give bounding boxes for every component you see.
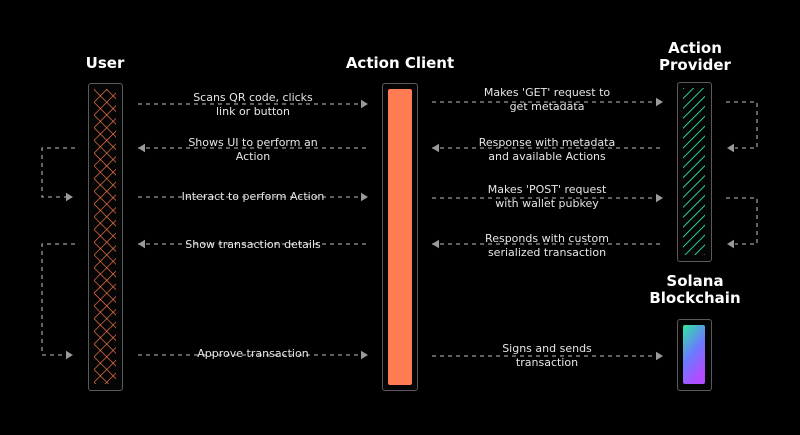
loop-user-lower-head bbox=[66, 350, 73, 360]
user-lifeline bbox=[88, 83, 123, 391]
client-lifeline bbox=[382, 83, 418, 391]
arrow-post-head bbox=[656, 193, 663, 203]
msg-signs: Signs and sends transaction bbox=[502, 342, 592, 369]
loop-provider-upper-head bbox=[727, 143, 734, 153]
arrow-shows-ui-head bbox=[138, 143, 145, 153]
msg-shows-ui: Shows UI to perform an Action bbox=[188, 136, 318, 163]
msg-approve: Approve transaction bbox=[197, 347, 309, 360]
loop-user-upper bbox=[41, 147, 75, 198]
loop-provider-lower bbox=[726, 197, 758, 245]
msg-show-tx: Show transaction details bbox=[185, 238, 321, 251]
arrow-interact-head bbox=[361, 192, 368, 202]
participant-user-title: User bbox=[85, 54, 125, 72]
loop-user-upper-head bbox=[66, 192, 73, 202]
msg-post: Makes 'POST' request with wallet pubkey bbox=[487, 183, 607, 210]
solana-gradient-fill bbox=[683, 325, 705, 384]
msg-get: Makes 'GET' request to get metadata bbox=[483, 86, 611, 113]
arrow-approve-head bbox=[361, 350, 368, 360]
provider-hatch-pattern bbox=[683, 88, 705, 255]
provider-lifeline bbox=[677, 82, 712, 262]
arrow-responds-head bbox=[432, 239, 439, 249]
arrow-scan-head bbox=[361, 99, 368, 109]
arrow-get-head bbox=[656, 97, 663, 107]
loop-provider-upper bbox=[726, 101, 758, 149]
user-crosshatch-pattern bbox=[94, 89, 116, 384]
loop-provider-lower-head bbox=[727, 239, 734, 249]
solana-lifeline bbox=[677, 319, 712, 391]
loop-user-lower bbox=[41, 243, 75, 356]
arrow-response-head bbox=[432, 143, 439, 153]
msg-scan: Scans QR code, clicks link or button bbox=[193, 91, 313, 118]
participant-solana-title: Solana Blockchain bbox=[649, 272, 741, 307]
arrow-show-tx-head bbox=[138, 239, 145, 249]
msg-response: Response with metadata and available Act… bbox=[478, 136, 616, 163]
participant-client-title: Action Client bbox=[345, 54, 455, 72]
arrow-signs-head bbox=[656, 351, 663, 361]
participant-provider-title: Action Provider bbox=[659, 39, 731, 74]
client-fill bbox=[388, 89, 412, 385]
msg-interact: Interact to perform Action bbox=[181, 190, 325, 203]
msg-responds: Responds with custom serialized transact… bbox=[485, 232, 609, 259]
